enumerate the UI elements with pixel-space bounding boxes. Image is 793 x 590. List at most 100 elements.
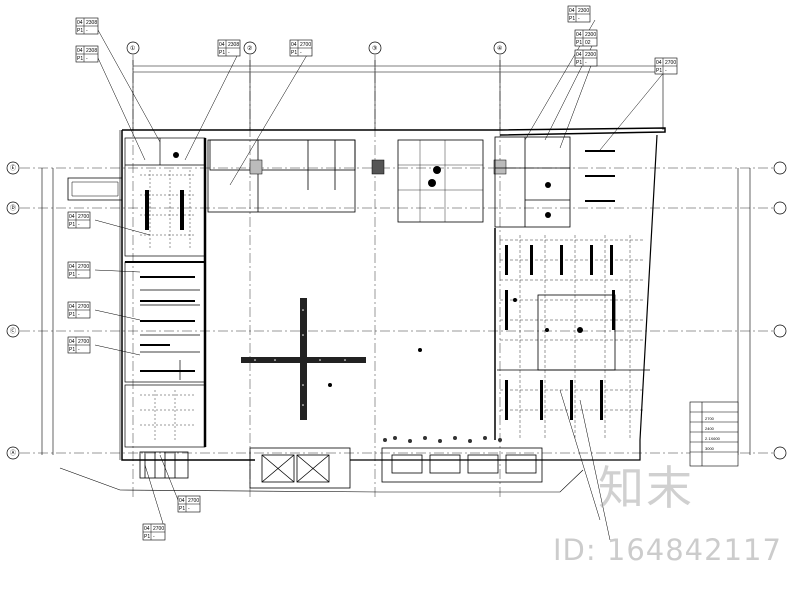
grid-axis-lines — [20, 55, 773, 500]
row-axis-label: Ⓒ — [10, 327, 16, 335]
legend-row: 2700 — [705, 416, 715, 421]
central-upper-rooms — [207, 139, 484, 223]
legend-table — [689, 401, 739, 467]
callout-text: 04 — [69, 304, 75, 310]
callout-text: 02 — [585, 40, 591, 46]
callout-text: 04 — [69, 214, 75, 220]
top-dimension-lines — [132, 60, 664, 130]
callout-text: - — [86, 28, 88, 34]
callout-text: - — [300, 50, 302, 56]
callout-text: P1 — [291, 50, 297, 56]
callout-text: 2700 — [78, 339, 89, 345]
left-service-rooms — [124, 137, 207, 448]
callout-text: 04 — [144, 526, 150, 532]
callout-text: 2700 — [153, 526, 164, 532]
callout-text: - — [78, 347, 80, 353]
cross-light-dots — [254, 309, 346, 406]
callout-text: P1 — [219, 50, 225, 56]
callout-text: P1 — [69, 222, 75, 228]
callout-text: 2300 — [585, 32, 596, 38]
callout-text: 04 — [291, 42, 297, 48]
callout-text: - — [228, 50, 230, 56]
callout-text: 04 — [77, 20, 83, 26]
column-axis-label: ② — [247, 45, 252, 52]
fixture-symbols — [173, 152, 583, 387]
callout-text: P1 — [576, 60, 582, 66]
callout-text: 04 — [77, 48, 83, 54]
row-axis-label: Ⓔ — [10, 164, 16, 172]
callout-text: P1 — [569, 16, 575, 22]
callout-text: - — [78, 272, 80, 278]
watermark-logo: 知末 — [598, 461, 694, 515]
callout-text: P1 — [656, 68, 662, 74]
callout-text: P1 — [69, 347, 75, 353]
legend-row: 3000 — [705, 446, 715, 451]
callout-text: 2700 — [78, 304, 89, 310]
callout-text: - — [86, 56, 88, 62]
callout-text: P1 — [77, 56, 83, 62]
column-fill — [249, 159, 263, 175]
column-axis-label: ③ — [372, 45, 377, 52]
callout-text: 04 — [69, 339, 75, 345]
callout-text: - — [153, 534, 155, 540]
right-light-bars — [505, 150, 615, 420]
callout-text: 2308 — [228, 42, 239, 48]
callout-text: 04 — [576, 52, 582, 58]
legend-row: 2.1X600 — [705, 436, 721, 441]
callout-text: P1 — [69, 272, 75, 278]
callout-text: 04 — [569, 8, 575, 14]
row-axis-bubbles — [6, 161, 787, 460]
callout-text: 04 — [179, 498, 185, 504]
callout-text: P1 — [144, 534, 150, 540]
callout-text: 04 — [656, 60, 662, 66]
callout-text: - — [78, 222, 80, 228]
callout-text: 2700 — [78, 264, 89, 270]
callout-text: - — [578, 16, 580, 22]
callout-leaders — [94, 19, 671, 541]
column-fill — [493, 159, 507, 175]
callout-text: 2700 — [78, 214, 89, 220]
column-axis-label: ④ — [497, 45, 502, 52]
callout-text: 2700 — [188, 498, 199, 504]
callout-text: 2308 — [86, 48, 97, 54]
callout-text: 2700 — [665, 60, 676, 66]
callout-text: 2308 — [86, 20, 97, 26]
callout-text: 04 — [69, 264, 75, 270]
right-service-rooms — [494, 136, 650, 440]
column-fill — [371, 159, 385, 175]
watermark-id: ID: 164842117 — [553, 533, 782, 567]
legend-row: 2400 — [705, 426, 715, 431]
left-light-bars — [140, 190, 195, 372]
callout-text: 2700 — [300, 42, 311, 48]
callout-text: - — [78, 312, 80, 318]
callout-text: - — [585, 60, 587, 66]
column-axis-bubbles — [126, 41, 507, 55]
callout-text: P1 — [179, 506, 185, 512]
planter-hatch — [383, 436, 502, 443]
column-axis-label: ① — [130, 45, 135, 52]
callout-text: P1 — [69, 312, 75, 318]
callout-text: 2300 — [578, 8, 589, 14]
callout-text: P1 — [77, 28, 83, 34]
callout-text: 2300 — [585, 52, 596, 58]
row-axis-label: Ⓓ — [10, 204, 16, 212]
callout-text: - — [188, 506, 190, 512]
bottom-entrance — [139, 447, 543, 489]
callout-text: 04 — [219, 42, 225, 48]
cross-light-feature — [241, 298, 366, 420]
